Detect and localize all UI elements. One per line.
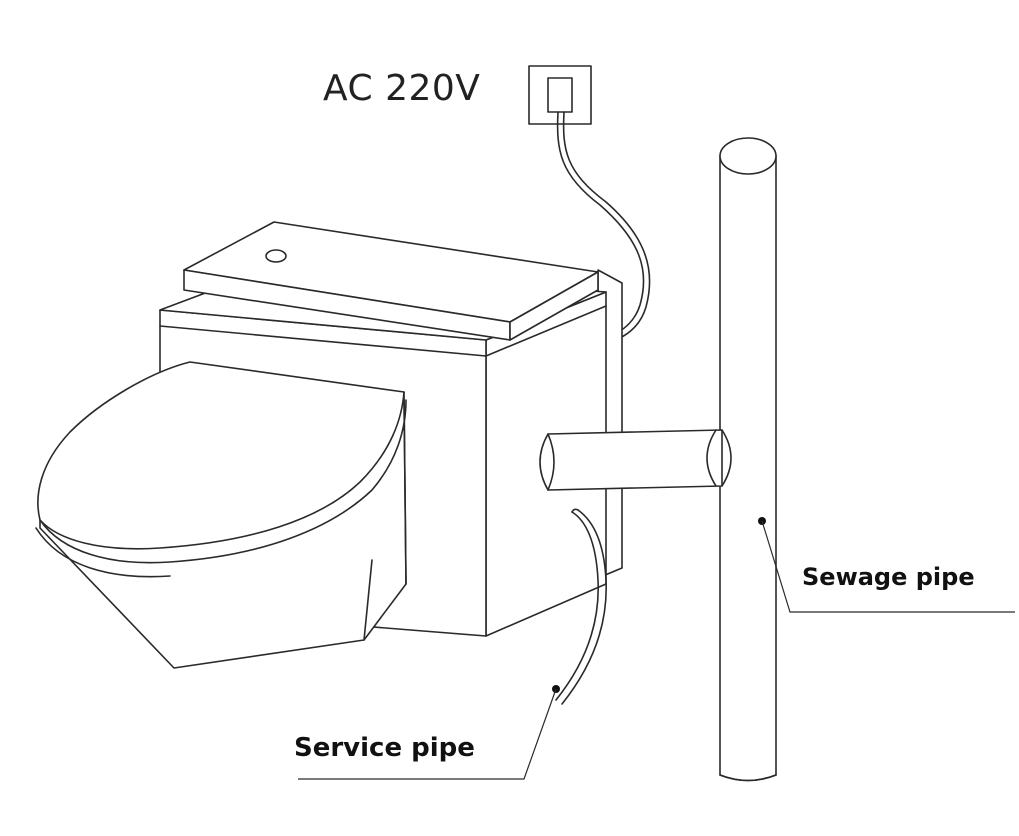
outlet-pipe	[539, 429, 732, 491]
sewage-stack-pipe	[719, 137, 777, 782]
sewage-pipe-leader	[758, 517, 1015, 613]
service-pipe-leader	[298, 685, 560, 780]
service-pipe-label: Service pipe	[294, 733, 475, 763]
power-socket	[528, 65, 592, 125]
service-pipe-hose	[555, 508, 607, 705]
toilet-bowl	[35, 361, 407, 669]
tank-lid	[183, 221, 599, 341]
power-label: AC 220V	[323, 68, 481, 109]
sewage-pipe-label: Sewage pipe	[802, 563, 975, 591]
